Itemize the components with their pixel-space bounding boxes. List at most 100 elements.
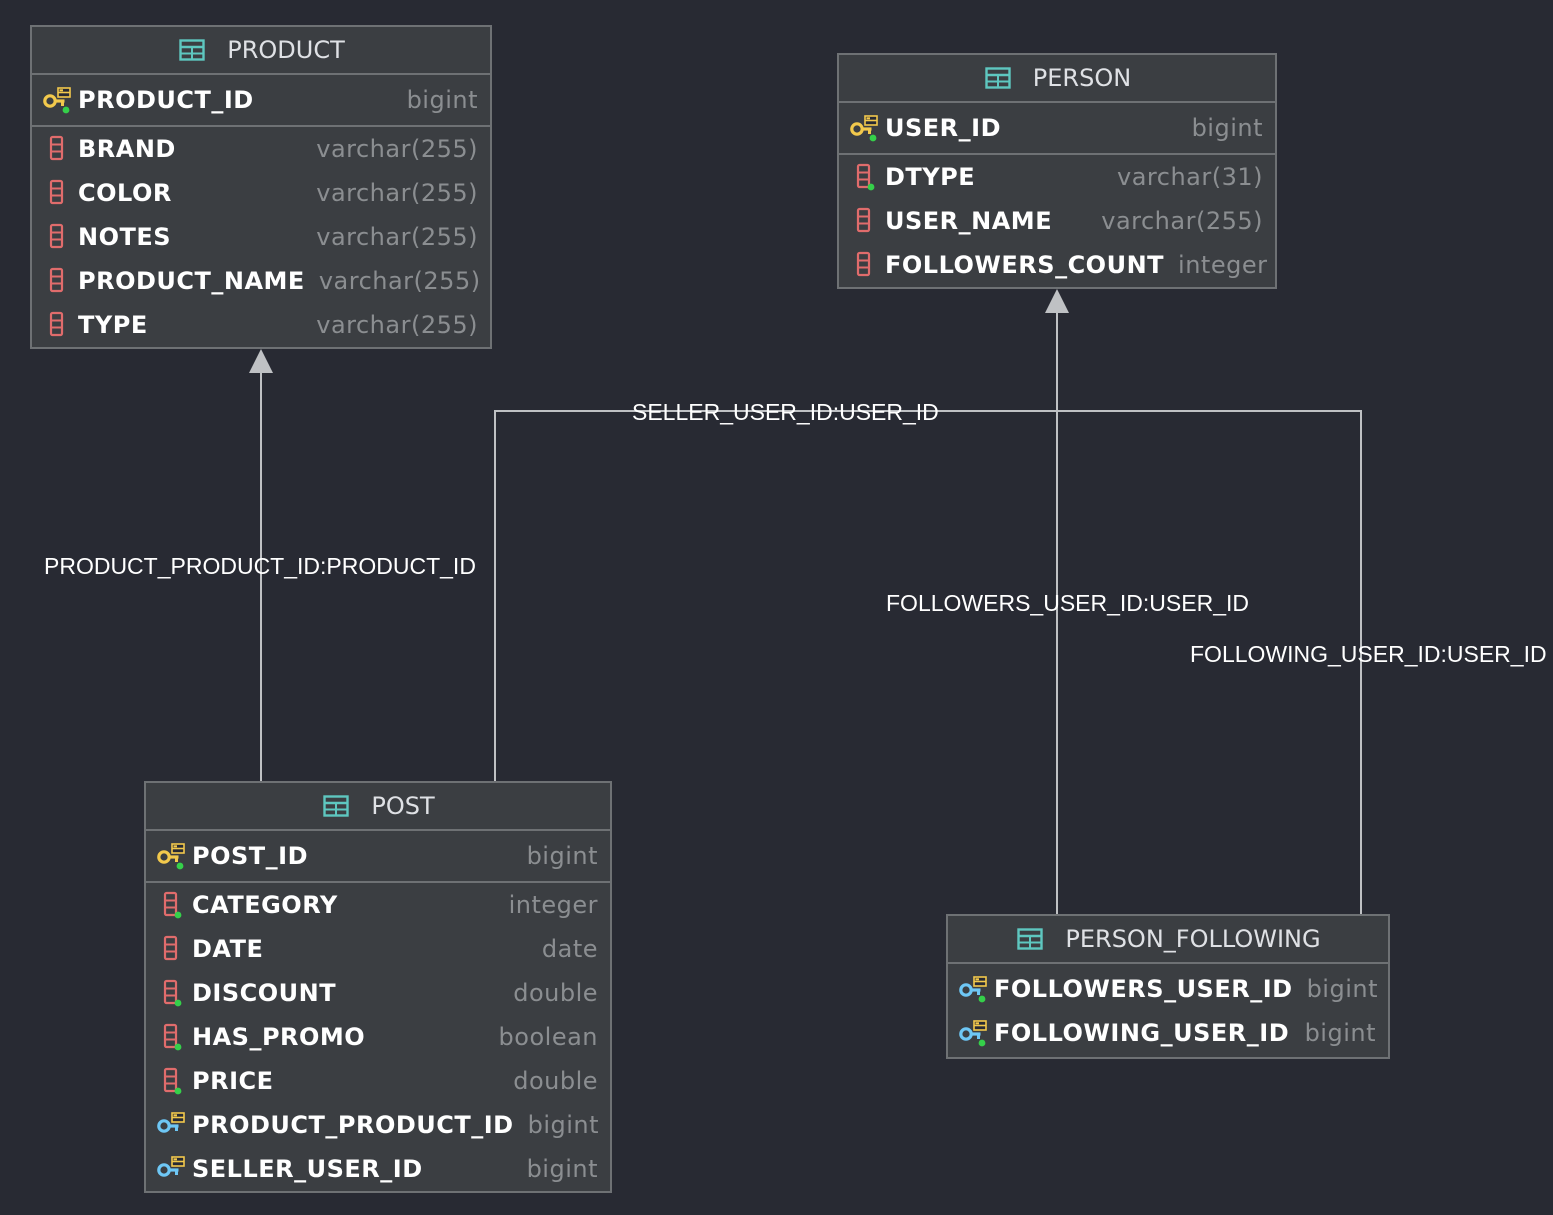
foreign-key-not-null-icon: [958, 974, 988, 1004]
column-type: date: [541, 935, 598, 963]
column-type: varchar(255): [316, 311, 478, 339]
table-header-product[interactable]: PRODUCT: [32, 27, 490, 75]
edge-label-following-user-id: FOLLOWING_USER_ID:USER_ID: [1190, 641, 1547, 667]
column-name: PRODUCT_ID: [78, 86, 254, 114]
column-row-type[interactable]: TYPE varchar(255): [32, 303, 490, 347]
column-not-null-icon: [156, 1022, 186, 1052]
column-type: bigint: [406, 86, 478, 114]
column-icon: [42, 134, 72, 164]
table-header-person[interactable]: PERSON: [839, 55, 1275, 103]
table-icon: [983, 63, 1013, 93]
column-row-product-name[interactable]: PRODUCT_NAME varchar(255): [32, 259, 490, 303]
column-name: PRODUCT_NAME: [78, 267, 305, 295]
column-row-color[interactable]: COLOR varchar(255): [32, 171, 490, 215]
table-title: PERSON: [1032, 64, 1132, 92]
column-not-null-icon: [156, 978, 186, 1008]
column-row-user-id[interactable]: USER_ID bigint: [839, 106, 1275, 150]
column-type: varchar(255): [1101, 207, 1263, 235]
edge-following-following-person[interactable]: [1057, 410, 1362, 914]
column-icon: [849, 250, 879, 280]
table-post[interactable]: POST POST_ID bigint CATEGORY integer DAT…: [144, 781, 612, 1193]
column-row-following-user-id[interactable]: FOLLOWING_USER_ID bigint: [948, 1011, 1388, 1055]
column-icon: [42, 178, 72, 208]
table-person-following[interactable]: PERSON_FOLLOWING FOLLOWERS_USER_ID bigin…: [946, 914, 1390, 1059]
column-name: PRICE: [192, 1067, 274, 1095]
column-row-price[interactable]: PRICE double: [146, 1059, 610, 1103]
column-name: TYPE: [78, 311, 148, 339]
column-name: DTYPE: [885, 163, 976, 191]
column-type: varchar(255): [316, 135, 478, 163]
column-row-followers-user-id[interactable]: FOLLOWERS_USER_ID bigint: [948, 967, 1388, 1011]
column-not-null-icon: [156, 890, 186, 920]
edge-label-followers-user-id: FOLLOWERS_USER_ID:USER_ID: [886, 590, 1249, 616]
table-person[interactable]: PERSON USER_ID bigint DTYPE varchar(31) …: [837, 53, 1277, 289]
column-row-product-product-id[interactable]: PRODUCT_PRODUCT_ID bigint: [146, 1103, 610, 1147]
table-title: POST: [371, 792, 435, 820]
column-row-seller-user-id[interactable]: SELLER_USER_ID bigint: [146, 1147, 610, 1191]
edge-post-seller-person[interactable]: [494, 410, 1057, 781]
table-header-person-following[interactable]: PERSON_FOLLOWING: [948, 916, 1388, 964]
arrowhead-product: [249, 349, 273, 373]
table-product[interactable]: PRODUCT PRODUCT_ID bigint BRAND varchar(…: [30, 25, 492, 349]
column-name: POST_ID: [192, 842, 308, 870]
column-row-discount[interactable]: DISCOUNT double: [146, 971, 610, 1015]
column-type: double: [513, 979, 598, 1007]
column-row-has-promo[interactable]: HAS_PROMO boolean: [146, 1015, 610, 1059]
column-icon: [42, 266, 72, 296]
column-name: FOLLOWERS_USER_ID: [994, 975, 1293, 1003]
primary-key-icon: [156, 841, 186, 871]
table-title: PRODUCT: [227, 36, 345, 64]
column-row-user-name[interactable]: USER_NAME varchar(255): [839, 199, 1275, 243]
column-icon: [42, 222, 72, 252]
column-icon: [42, 310, 72, 340]
column-row-followers-count[interactable]: FOLLOWERS_COUNT integer: [839, 243, 1275, 287]
table-icon: [1015, 924, 1045, 954]
table-icon: [177, 35, 207, 65]
column-row-date[interactable]: DATE date: [146, 927, 610, 971]
column-type: bigint: [526, 842, 598, 870]
column-row-product-id[interactable]: PRODUCT_ID bigint: [32, 78, 490, 122]
column-row-notes[interactable]: NOTES varchar(255): [32, 215, 490, 259]
column-type: bigint: [1304, 1019, 1376, 1047]
column-type: bigint: [527, 1111, 600, 1139]
column-name: USER_ID: [885, 114, 1001, 142]
column-type: varchar(255): [318, 267, 481, 295]
column-name: CATEGORY: [192, 891, 338, 919]
column-name: DATE: [192, 935, 264, 963]
table-title: PERSON_FOLLOWING: [1065, 925, 1321, 953]
edge-label-seller-user-id: SELLER_USER_ID:USER_ID: [632, 399, 939, 425]
column-type: varchar(31): [1117, 163, 1263, 191]
table-header-post[interactable]: POST: [146, 783, 610, 831]
column-row-category[interactable]: CATEGORY integer: [146, 883, 610, 927]
column-icon: [849, 206, 879, 236]
edge-label-product-product-id: PRODUCT_PRODUCT_ID:PRODUCT_ID: [44, 553, 476, 579]
column-icon: [156, 934, 186, 964]
column-type: varchar(255): [316, 223, 478, 251]
foreign-key-icon: [156, 1154, 186, 1184]
primary-key-icon: [849, 113, 879, 143]
column-name: NOTES: [78, 223, 172, 251]
column-type: bigint: [1191, 114, 1263, 142]
column-type: varchar(255): [316, 179, 478, 207]
column-type: bigint: [526, 1155, 598, 1183]
column-row-post-id[interactable]: POST_ID bigint: [146, 834, 610, 878]
column-type: boolean: [498, 1023, 598, 1051]
arrowhead-person: [1045, 289, 1069, 313]
table-icon: [321, 791, 351, 821]
column-name: HAS_PROMO: [192, 1023, 366, 1051]
column-row-dtype[interactable]: DTYPE varchar(31): [839, 155, 1275, 199]
column-row-brand[interactable]: BRAND varchar(255): [32, 127, 490, 171]
column-name: FOLLOWERS_COUNT: [885, 251, 1165, 279]
column-type: integer: [508, 891, 598, 919]
column-name: USER_NAME: [885, 207, 1053, 235]
column-name: FOLLOWING_USER_ID: [994, 1019, 1290, 1047]
column-type: integer: [1178, 251, 1268, 279]
foreign-key-icon: [156, 1110, 186, 1140]
primary-key-icon: [42, 85, 72, 115]
column-not-null-icon: [849, 162, 879, 192]
column-name: SELLER_USER_ID: [192, 1155, 423, 1183]
column-not-null-icon: [156, 1066, 186, 1096]
column-name: BRAND: [78, 135, 176, 163]
column-type: double: [513, 1067, 598, 1095]
